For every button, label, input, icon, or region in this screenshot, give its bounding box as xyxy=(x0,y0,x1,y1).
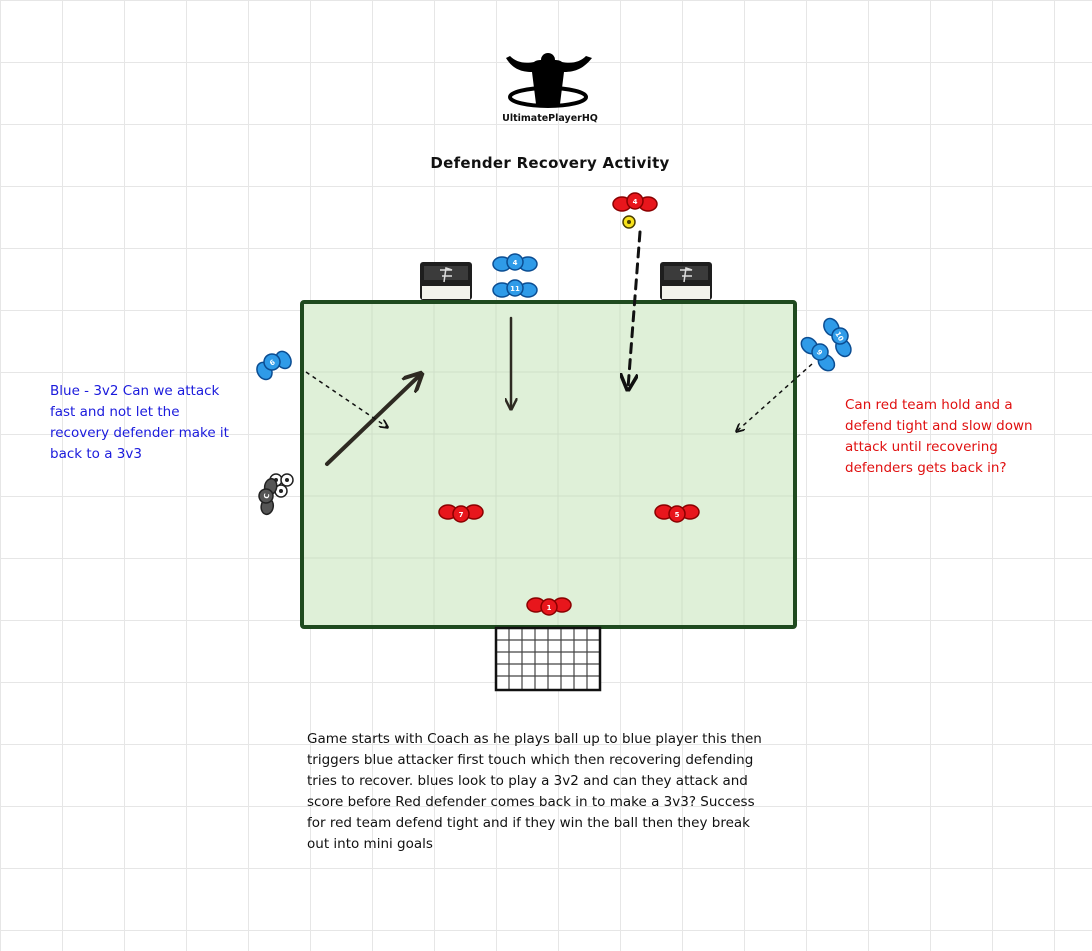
svg-text:C: C xyxy=(263,493,272,499)
description-line: Game starts with Coach as he plays ball … xyxy=(307,731,762,747)
svg-text:10: 10 xyxy=(833,330,845,343)
svg-text:7: 7 xyxy=(459,511,464,519)
blue-player-10: 10 xyxy=(823,317,852,358)
red-player-7: 7 xyxy=(438,504,484,523)
svg-text:4: 4 xyxy=(633,198,638,206)
blue-player-11: 11 xyxy=(492,279,538,298)
description-line: score before Red defender comes back in … xyxy=(307,794,755,810)
red-note-line: Can red team hold and a xyxy=(845,397,1013,413)
red-team-note: Can red team hold and a defend tight and… xyxy=(845,395,1070,479)
svg-text:4: 4 xyxy=(513,259,518,267)
blue-team-note: Blue - 3v2 Can we attack fast and not le… xyxy=(50,381,260,465)
blue-note-line: back to a 3v3 xyxy=(50,446,142,462)
recovery-run-arrow xyxy=(628,230,642,388)
blue-note-line: fast and not let the xyxy=(50,404,180,420)
main-goal xyxy=(494,626,602,692)
pitch-grid xyxy=(304,304,793,625)
description-line: tries to recover. blues look to play a 3… xyxy=(307,773,748,789)
pitch xyxy=(300,300,797,629)
red-player-5: 5 xyxy=(654,504,700,523)
red-note-line: attack until recovering xyxy=(845,439,998,455)
blue-player-4: 4 xyxy=(492,253,538,272)
dribble-arrow xyxy=(325,375,420,466)
description-line: out into mini goals xyxy=(307,836,433,852)
svg-text:11: 11 xyxy=(510,285,520,293)
red-player-4: 4 xyxy=(612,192,658,212)
coach-icon: C xyxy=(258,477,278,516)
blue-player-6: 6 xyxy=(256,350,292,381)
svg-text:1: 1 xyxy=(547,604,552,612)
mini-goal-left xyxy=(420,262,472,300)
football-icon xyxy=(269,473,294,498)
blue-note-line: recovery defender make it xyxy=(50,425,229,441)
mini-goal-right xyxy=(660,262,712,300)
blue-note-line: Blue - 3v2 Can we attack xyxy=(50,383,220,399)
blue-player-9: 9 xyxy=(800,336,836,372)
svg-text:9: 9 xyxy=(815,348,824,357)
pass-arrow-right xyxy=(737,363,813,431)
red-goalkeeper-1: 1 xyxy=(526,597,572,616)
description-line: for red team defend tight and if they wi… xyxy=(307,815,750,831)
red-note-line: defenders gets back in? xyxy=(845,460,1007,476)
svg-text:5: 5 xyxy=(675,511,680,519)
page-title: Defender Recovery Activity xyxy=(430,154,670,172)
activity-description: Game starts with Coach as he plays ball … xyxy=(307,729,807,855)
logo-icon xyxy=(506,53,592,108)
brand-name: UltimatePlayerHQ xyxy=(502,113,598,124)
description-line: triggers blue attacker first touch which… xyxy=(307,752,754,768)
red-note-line: defend tight and slow down xyxy=(845,418,1033,434)
pass-arrow-left xyxy=(305,371,387,427)
svg-text:6: 6 xyxy=(268,358,276,367)
